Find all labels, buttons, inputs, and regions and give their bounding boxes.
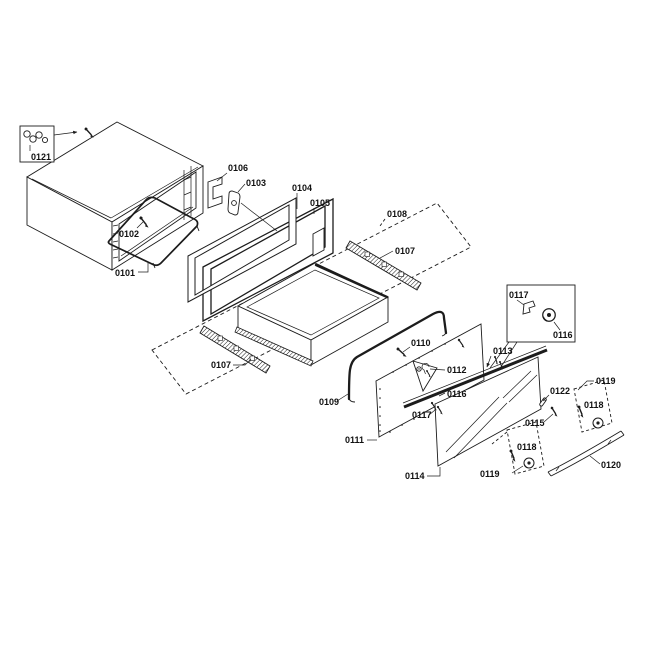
part-label-0101: 0101 <box>115 268 135 278</box>
part-label-0108: 0108 <box>387 209 407 219</box>
part-label-0107-left-rail: 0107 <box>211 360 231 370</box>
part-label-0102: 0102 <box>119 229 139 239</box>
part-label-0117-door-screws: 0117 <box>412 410 432 420</box>
part-labels: 0121 0102 0101 0106 0103 0104 0105 0108 … <box>31 152 621 481</box>
disc-part <box>542 308 556 322</box>
part-label-0119-upper-kit: 0119 <box>596 376 616 386</box>
part-label-0110: 0110 <box>411 338 431 348</box>
rail-kit-boundary <box>151 202 472 395</box>
part-label-0111: 0111 <box>345 435 364 445</box>
left-rail-0107 <box>199 325 271 374</box>
part-label-0119-lower-kit: 0119 <box>480 469 500 479</box>
part-label-0114: 0114 <box>405 471 425 481</box>
part-label-0121: 0121 <box>31 152 51 162</box>
seal-gasket-0109 <box>347 310 448 403</box>
clip-part <box>522 300 536 315</box>
door-trim-strip-0116 <box>402 345 548 409</box>
part-label-0117-detail-box: 0117 <box>509 290 529 300</box>
part-label-0116-detail-box: 0116 <box>553 330 573 340</box>
part-label-0118-upper-kit: 0118 <box>584 400 604 410</box>
inner-frame-0104 <box>187 197 297 303</box>
panel-screw-holes <box>379 343 446 433</box>
hardware-detail-box-0121 <box>19 125 97 163</box>
part-label-0104: 0104 <box>292 183 312 193</box>
door-screws-0113 <box>486 355 507 371</box>
latch-0103 <box>227 190 278 232</box>
part-label-0116-door-trim: 0116 <box>447 389 467 399</box>
part-label-0105: 0105 <box>310 198 330 208</box>
inner-door-panel-0111 <box>375 323 485 438</box>
part-label-0107-right-rail: 0107 <box>395 246 415 256</box>
part-label-0103: 0103 <box>246 178 266 188</box>
part-label-0120: 0120 <box>601 460 621 470</box>
part-label-0118-lower-kit: 0118 <box>517 442 537 452</box>
wire-frame-0101 <box>107 196 200 269</box>
part-label-0113: 0113 <box>493 346 513 356</box>
part-label-0122: 0122 <box>550 386 570 396</box>
leader-lines <box>136 172 601 477</box>
bracket-0106 <box>207 176 223 209</box>
detail-box-0117-0116 <box>489 284 576 371</box>
part-label-0115: 0115 <box>525 418 545 428</box>
part-label-0112: 0112 <box>447 365 467 375</box>
handle-bar-0120 <box>547 430 625 477</box>
drawer-pan <box>234 262 389 367</box>
right-rail-0107 <box>345 240 422 291</box>
glass-door-0114 <box>434 356 542 467</box>
part-label-0109: 0109 <box>319 397 339 407</box>
part-label-0106: 0106 <box>228 163 248 173</box>
drawer-front-rail <box>234 326 314 367</box>
